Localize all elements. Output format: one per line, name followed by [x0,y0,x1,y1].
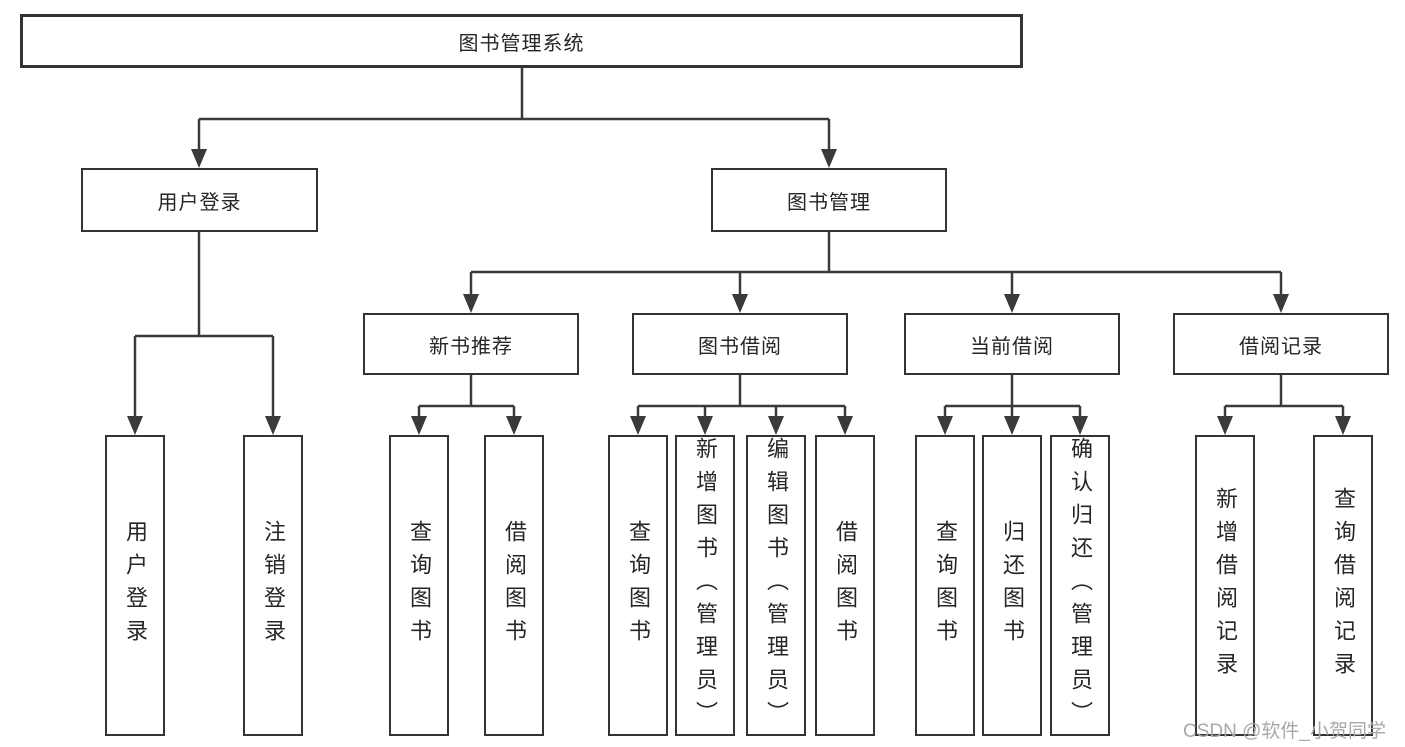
tree-connector-path [133,68,1345,417]
leaf-nbr-query-book: 查询图书 [389,435,449,736]
leaf-bb-borrow-book-label: 借阅图书 [833,519,858,652]
leaf-bb-borrow-book: 借阅图书 [815,435,875,736]
node-current-borrow-label: 当前借阅 [970,335,1054,358]
leaf-logout-label: 注销登录 [261,519,286,652]
leaf-br-query-record-label: 查询借阅记录 [1331,486,1356,685]
leaf-cb-confirm-return-admin: 确认归还（管理员） [1050,435,1110,736]
node-borrow-records-label: 借阅记录 [1239,335,1323,358]
leaf-logout: 注销登录 [243,435,303,736]
leaf-cb-return-book-label: 归还图书 [1000,519,1025,652]
node-borrow-records: 借阅记录 [1173,313,1389,375]
leaf-user-login-label: 用户登录 [123,519,148,652]
leaf-br-query-record: 查询借阅记录 [1313,435,1373,736]
leaf-bb-add-book-admin-label: 新增图书（管理员） [693,437,718,734]
node-user-login: 用户登录 [81,168,318,232]
leaf-bb-edit-book-admin-label: 编辑图书（管理员） [764,437,789,734]
node-book-management-label: 图书管理 [787,191,871,214]
node-book-borrow: 图书借阅 [632,313,848,375]
leaf-bb-query-book-label: 查询图书 [626,519,651,652]
node-book-borrow-label: 图书借阅 [698,335,782,358]
node-current-borrow: 当前借阅 [904,313,1120,375]
leaf-nbr-borrow-book-label: 借阅图书 [502,519,527,652]
leaf-nbr-query-book-label: 查询图书 [407,519,432,652]
leaf-br-add-record: 新增借阅记录 [1195,435,1255,736]
leaf-bb-query-book: 查询图书 [608,435,668,736]
leaf-br-add-record-label: 新增借阅记录 [1213,486,1238,685]
leaf-bb-edit-book-admin: 编辑图书（管理员） [746,435,806,736]
leaf-cb-confirm-return-admin-label: 确认归还（管理员） [1068,437,1093,734]
node-book-management: 图书管理 [711,168,947,232]
leaf-cb-query-book: 查询图书 [915,435,975,736]
csdn-watermark: CSDN @软件_小贺同学 [1183,721,1386,742]
leaf-nbr-borrow-book: 借阅图书 [484,435,544,736]
leaf-cb-query-book-label: 查询图书 [933,519,958,652]
node-root: 图书管理系统 [20,14,1023,68]
leaf-cb-return-book: 归还图书 [982,435,1042,736]
node-new-book-recommend-label: 新书推荐 [429,335,513,358]
node-root-label: 图书管理系统 [458,32,585,55]
leaf-bb-add-book-admin: 新增图书（管理员） [675,435,735,736]
node-new-book-recommend: 新书推荐 [363,313,579,375]
node-user-login-label: 用户登录 [157,191,242,214]
leaf-user-login: 用户登录 [105,435,165,736]
